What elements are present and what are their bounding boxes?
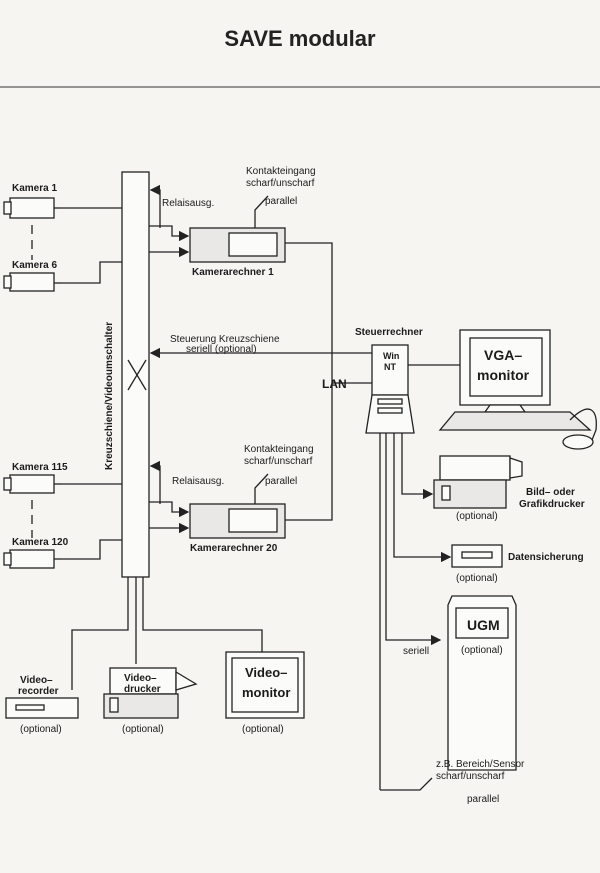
sensor-switch	[380, 777, 433, 791]
vga-line2: monitor	[477, 367, 530, 383]
recorder-line1: Video–	[20, 675, 53, 686]
datensicherung-icon	[451, 544, 503, 568]
videomonitor-line1: Video–	[245, 665, 287, 680]
drucker-line1: Bild– oder	[526, 487, 575, 498]
kontakt-1-line2: scharf/unscharf	[246, 178, 315, 189]
videomonitor-optional: (optional)	[242, 724, 284, 735]
ugm-link	[385, 433, 442, 646]
drucker-optional: (optional)	[456, 511, 498, 522]
backup-link	[393, 433, 452, 563]
ugm-label: UGM	[467, 617, 500, 633]
steuerung-line1: Steuerung Kreuzschiene	[170, 334, 280, 345]
kontakt-1-line1: Kontakteingang	[246, 166, 316, 177]
kamerarechner-1	[189, 227, 286, 263]
steuerrechner-tower	[365, 344, 415, 434]
datensicherung-optional: (optional)	[456, 573, 498, 584]
videodrucker-icon	[103, 667, 198, 719]
kontakt-2-line3: parallel	[265, 476, 297, 487]
camera-6-label: Kamera 6	[12, 260, 57, 271]
camera-1-icon	[3, 197, 62, 219]
relais-2-label: Relaisausg.	[172, 476, 224, 487]
sensor-line2: scharf/unscharf	[436, 771, 505, 782]
printer-link	[401, 433, 434, 500]
camera-120-icon	[3, 549, 62, 569]
steuerrechner-label: Steuerrechner	[355, 327, 423, 338]
sensor-line3: parallel	[467, 794, 499, 805]
bottom-connections	[71, 577, 263, 690]
kontakt-2-line1: Kontakteingang	[244, 444, 314, 455]
ugm-optional: (optional)	[461, 645, 503, 656]
kamerarechner-20	[189, 503, 286, 539]
datensicherung-label: Datensicherung	[508, 552, 584, 563]
seriell-label: seriell	[403, 646, 429, 657]
page-title: SAVE modular	[224, 26, 376, 51]
ugm-cabinet	[447, 595, 517, 771]
videomonitor-icon	[225, 651, 305, 719]
videodrucker-optional: (optional)	[122, 724, 164, 735]
camera-120-label: Kamera 120	[12, 537, 69, 548]
videodrucker-line2: drucker	[124, 684, 161, 695]
lan-bus	[285, 242, 333, 521]
camera-connections	[62, 207, 122, 560]
crossbar-x-icon	[127, 359, 147, 391]
grafikdrucker-icon	[433, 455, 523, 509]
relais-1-label: Relaisausg.	[162, 198, 214, 209]
win-label: Win	[383, 351, 399, 361]
steuerung-line2: seriell (optional)	[186, 344, 257, 355]
camera-6-icon	[3, 272, 62, 292]
kontakt-2-line2: scharf/unscharf	[244, 456, 313, 467]
vga-monitor	[438, 329, 597, 450]
kreuzschiene	[121, 171, 150, 578]
recorder-optional: (optional)	[20, 724, 62, 735]
kamerarechner-1-label: Kamerarechner 1	[192, 267, 274, 278]
camera-115-icon	[3, 474, 62, 494]
kreuzschiene-label: Kreuzschiene/Videoumschalter	[104, 322, 115, 470]
lan-label: LAN	[322, 377, 347, 391]
recorder-line2: recorder	[18, 686, 59, 697]
videodrucker-line1: Video–	[124, 673, 157, 684]
drucker-line2: Grafikdrucker	[519, 499, 585, 510]
kontakt-1-line3: parallel	[265, 196, 297, 207]
kamerarechner-20-label: Kamerarechner 20	[190, 543, 278, 554]
camera-1-label: Kamera 1	[12, 183, 57, 194]
nt-label: NT	[384, 362, 396, 372]
videomonitor-line2: monitor	[242, 685, 290, 700]
sensor-line1: z.B. Bereich/Sensor	[436, 759, 525, 770]
videorecorder-icon	[5, 697, 79, 719]
camera-115-label: Kamera 115	[12, 462, 68, 473]
vga-line1: VGA–	[484, 347, 522, 363]
